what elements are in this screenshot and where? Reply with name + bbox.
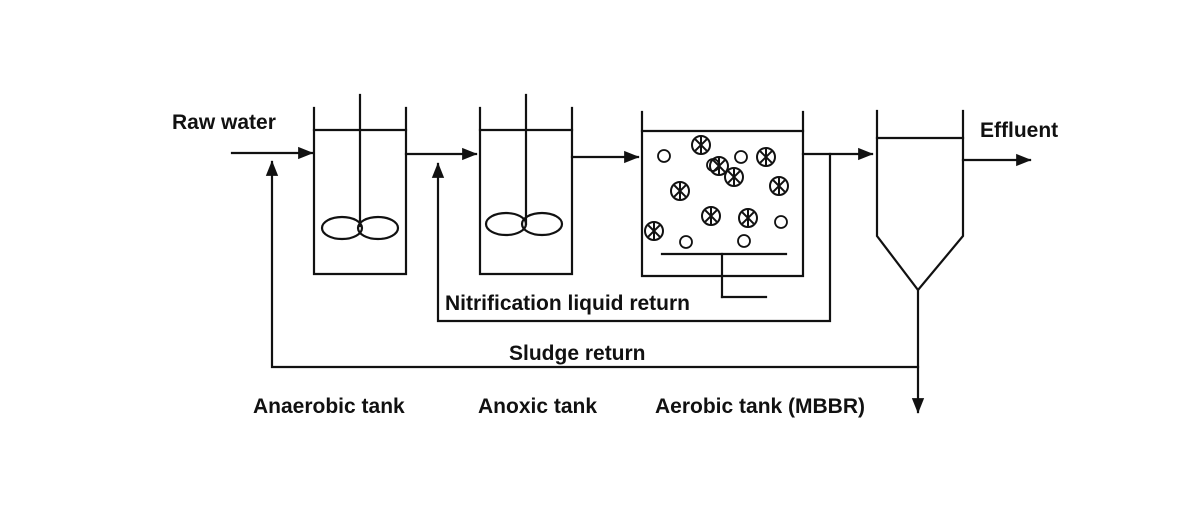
aerobic-tank-shape bbox=[640, 110, 805, 299]
effluent-label: Effluent bbox=[980, 119, 1059, 142]
sludge-return-label: Sludge return bbox=[509, 342, 646, 365]
mbbr-carrier-media bbox=[644, 135, 789, 241]
anoxic-tank-shape bbox=[478, 93, 574, 276]
anaerobic-tank-label: Anaerobic tank bbox=[253, 395, 405, 418]
aeration-bubbles bbox=[657, 149, 788, 249]
aerobic-tank-label: Aerobic tank (MBBR) bbox=[655, 395, 866, 418]
anaerobic-tank-shape bbox=[312, 93, 408, 276]
sludge-return-line bbox=[265, 160, 920, 369]
raw-water-label: Raw water bbox=[172, 111, 276, 134]
anoxic-tank-label: Anoxic tank bbox=[478, 395, 598, 418]
nitrification-return-label: Nitrification liquid return bbox=[445, 292, 690, 315]
clarifier-shape bbox=[875, 109, 965, 292]
nitrification-return-line bbox=[431, 152, 832, 323]
